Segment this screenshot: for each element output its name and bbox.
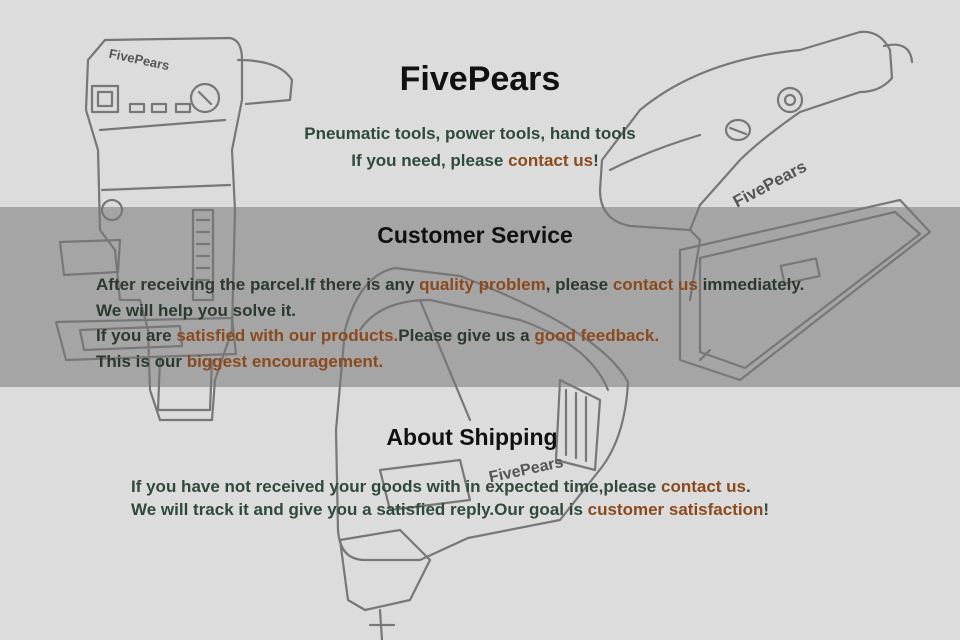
satisfied-highlight: satisfied with our products. [176,326,399,345]
contact-invitation: If you need, please contact us! [0,151,950,171]
cs-line-1: After receiving the parcel.If there is a… [96,272,896,298]
shipping-line-2-text-b: ! [763,500,770,519]
brand-title: FivePears [399,60,561,98]
cs-line-1-text-a: After receiving the parcel.If there is a… [96,275,420,294]
customer-satisfaction-highlight: customer satisfaction [587,500,764,519]
cs-line-3-text-b: Please give us a [398,326,535,345]
shipping-line-1-text-a: If you have not received your goods with… [131,477,661,496]
cs-line-4-text-a: This is our [96,351,187,371]
customer-service-text: After receiving the parcel.If there is a… [96,272,896,374]
quality-problem-highlight: quality problem [419,275,546,294]
customer-service-heading: Customer Service [377,222,573,248]
cs-line-1-text-b: , please [545,275,613,294]
contact-prefix: If you need, please [351,151,509,170]
shipping-contact-us-link[interactable]: contact us [660,477,747,496]
shipping-line-2-text-a: We will track it and give you a satisfie… [131,500,588,519]
customer-service-band [0,207,960,387]
shipping-heading: About Shipping [386,424,558,450]
shipping-line-1-text-b: . [746,477,751,496]
shipping-line-1: If you have not received your goods with… [131,475,891,498]
encouragement-highlight: biggest encouragement. [186,351,384,371]
cs-line-2: We will help you solve it. [96,300,296,320]
cs-line-1-text-c: immediately. [697,275,805,294]
good-feedback-highlight: good feedback. [534,326,660,345]
contact-us-link[interactable]: contact us [508,151,594,170]
product-tagline: Pneumatic tools, power tools, hand tools [304,124,636,143]
shipping-line-2: We will track it and give you a satisfie… [131,498,891,521]
cs-line-4: This is our biggest encouragement. [96,349,896,375]
cs-line-3-text-a: If you are [96,326,177,345]
cs-contact-us-link[interactable]: contact us [612,275,698,294]
cs-line-3: If you are satisfied with our products.P… [96,323,896,349]
shipping-text: If you have not received your goods with… [131,475,891,521]
contact-suffix: ! [593,151,599,170]
